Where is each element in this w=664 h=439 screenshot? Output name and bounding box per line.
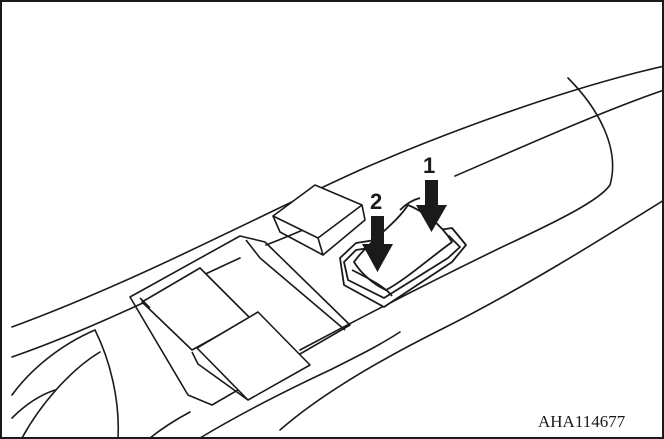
callout-2: 2 bbox=[370, 189, 382, 214]
figure-id: AHA114677 bbox=[538, 412, 626, 431]
callout-1: 1 bbox=[423, 153, 435, 178]
